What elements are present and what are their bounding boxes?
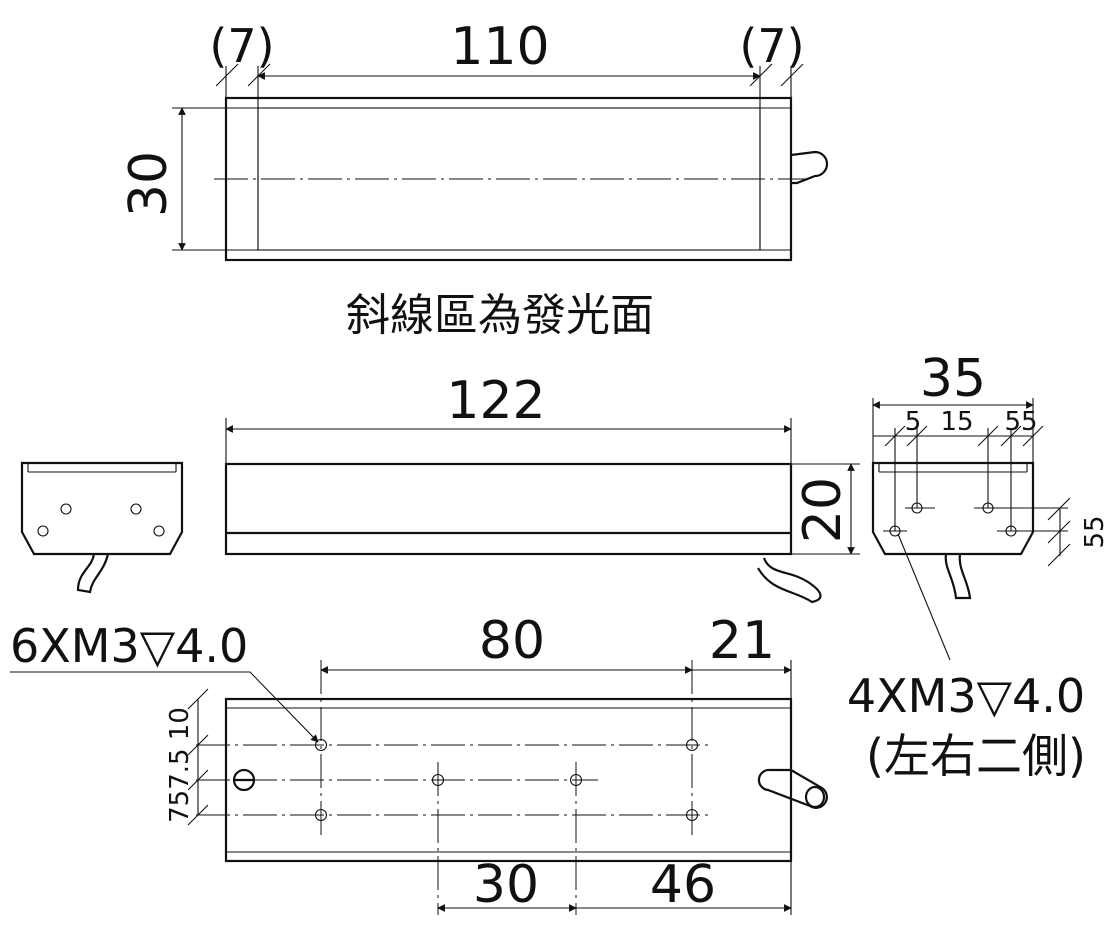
bottom-view <box>10 660 828 915</box>
left-cable <box>76 553 110 594</box>
dim-overall-length: 122 <box>446 371 545 431</box>
dim-top-left-offset: (7) <box>209 19 274 73</box>
callout-side-note: (左右二側) <box>866 729 1086 783</box>
screw-hole-icon <box>37 525 49 537</box>
dim-side-5: 5 <box>905 407 922 437</box>
dim-side-vertical: 55 <box>1080 515 1110 548</box>
front-view <box>224 418 860 604</box>
screw-hole-icon <box>130 503 142 515</box>
left-side-view <box>20 461 184 594</box>
left-side-outline <box>20 461 184 556</box>
screw-hole-icon <box>60 503 72 515</box>
right-side-view <box>871 398 1071 661</box>
dim-top-right-offset: (7) <box>739 19 804 73</box>
callout-side-holes: 4XM3▽4.0 <box>847 669 1085 723</box>
cable-stub <box>790 150 829 185</box>
dim-center-end-offset: 46 <box>650 855 716 915</box>
top-view <box>172 63 829 262</box>
right-cable <box>944 553 972 600</box>
dim-emitting-length: 110 <box>450 17 549 77</box>
dim-width: 35 <box>920 349 986 409</box>
dim-emitting-width: 30 <box>119 151 179 217</box>
bottom-cable <box>757 768 828 809</box>
screw-hole-icon <box>153 525 165 537</box>
hole-callout-leader <box>10 671 319 743</box>
hole-callout-leader <box>897 533 951 661</box>
front-view-outline <box>224 462 793 556</box>
dim-hole-pitch: 80 <box>479 611 545 671</box>
dim-side-55: 55 <box>1004 407 1037 437</box>
dim-center-pitch: 30 <box>473 855 539 915</box>
callout-bottom-holes: 6XM3▽4.0 <box>10 619 248 673</box>
hatch-caption: 斜線區為發光面 <box>346 290 654 341</box>
dim-hole-end-offset: 21 <box>709 611 775 671</box>
dim-height: 20 <box>793 477 853 543</box>
front-cable <box>757 557 822 604</box>
dim-bottom-vertical: 757.5 10 <box>165 707 195 823</box>
dim-side-15: 15 <box>940 407 973 437</box>
